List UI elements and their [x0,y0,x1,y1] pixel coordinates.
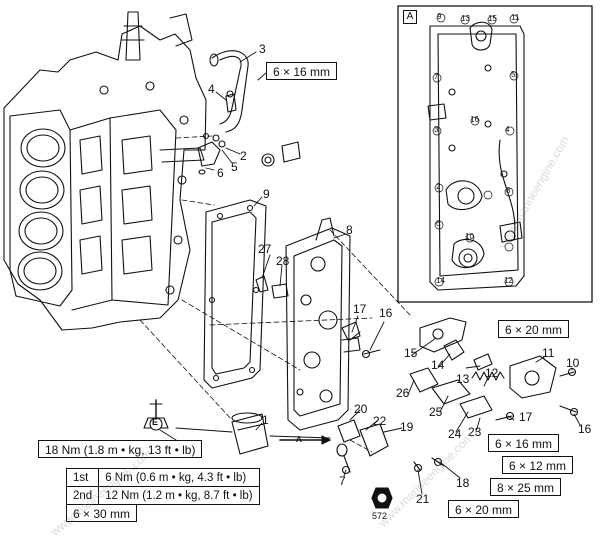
cylinder-block [3,11,207,331]
inset-number: 15 [488,14,497,23]
inset-label: A [403,10,417,24]
part-number: 10 [566,356,580,370]
part-number: 3 [259,42,266,56]
part-number: 24 [448,427,462,441]
water-hose [209,50,249,133]
inset-number: 12 [504,276,513,285]
part-number: 21 [416,492,430,506]
part-number: 19 [400,420,414,434]
sealant-symbol-label: 572 [372,511,388,521]
bolt-spec-6x16-b: 6 × 16 mm [488,434,560,452]
part-number: 26 [396,386,410,400]
inset-number: 5 [511,70,516,79]
torque-value: 12 Nm (1.2 m • kg, 8.7 ft • lb) [98,486,260,505]
part-number: 28 [276,254,290,268]
part-number: 16 [578,422,592,436]
inset-number: 8 [506,186,511,195]
bolt-spec-6x20-bottom: 6 × 20 mm [448,500,520,518]
inset-number: 9 [437,12,442,21]
part-number: 22 [373,414,387,428]
oil-filter [231,412,269,455]
oil-symbol-icon [143,399,177,441]
inset-number: 14 [436,276,445,285]
thermostat-assembly [336,317,579,475]
part-number: 16 [379,306,393,320]
torque-row: 1st 6 Nm (0.6 m • kg, 4.3 ft • lb) [65,468,260,487]
part-number: 23 [468,425,482,439]
bolt-spec-6x12: 6 × 12 mm [502,456,574,474]
inset-number: 4 [505,125,510,134]
part-number: 5 [231,160,238,174]
inset-leaders [432,13,519,287]
part-number: 17 [353,302,367,316]
part-number: 1 [262,413,269,427]
torque-sequence-table: 1st 6 Nm (0.6 m • kg, 4.3 ft • lb) 2nd 1… [65,468,260,505]
part-number: 8 [346,223,353,237]
inset-number: 13 [461,14,470,23]
gasket [203,199,267,389]
part-number: 13 [456,372,470,386]
part-number: 18 [456,476,470,490]
part-number: 6 [217,166,224,180]
torque-row: 2nd 12 Nm (1.2 m • kg, 8.7 ft • lb) [65,486,260,505]
leader-lines [175,51,581,495]
part-number: 7 [339,474,346,488]
bolt-spec-8x25: 8 × 25 mm [490,478,562,496]
part-number: 11 [542,346,555,360]
torque-step: 1st [65,468,100,487]
sealant-symbol-icon [371,487,393,509]
part-number: 20 [354,402,368,416]
inset-number: 6 [436,219,441,228]
filter-torque-spec: 18 Nm (1.8 m • kg, 13 ft • lb) [38,440,203,458]
inset-number: 2 [436,182,441,191]
oil-symbol-label: E [152,417,159,427]
part-number: 12 [485,366,499,380]
bolt-spec-6x20-right: 6 × 20 mm [498,320,570,338]
assembly-guide-lines [139,135,411,453]
inset-detail-box [397,5,593,303]
part-number: 17 [519,410,533,424]
inset-number: 10 [465,232,474,241]
part-number: 27 [258,242,272,256]
part-number: 15 [404,346,418,360]
bolt-spec-6x16-top: 6 × 16 mm [266,62,338,80]
inset-number: 11 [511,13,520,22]
part-number: 25 [429,405,443,419]
part-number: 2 [240,149,247,163]
inset-number: 16 [470,115,479,124]
bolt-spec-6x30: 6 × 30 mm [66,504,138,522]
small-fittings [197,90,301,299]
inset-number: 7 [434,72,439,81]
torque-value: 6 Nm (0.6 m • kg, 4.3 ft • lb) [98,468,260,487]
part-number: 4 [208,82,215,96]
assembly-direction-arrow [279,435,331,445]
part-number: 14 [431,358,445,372]
assembly-symbol-label: A [296,435,302,444]
inset-number: 3 [434,125,439,134]
part-number: 9 [263,187,270,201]
